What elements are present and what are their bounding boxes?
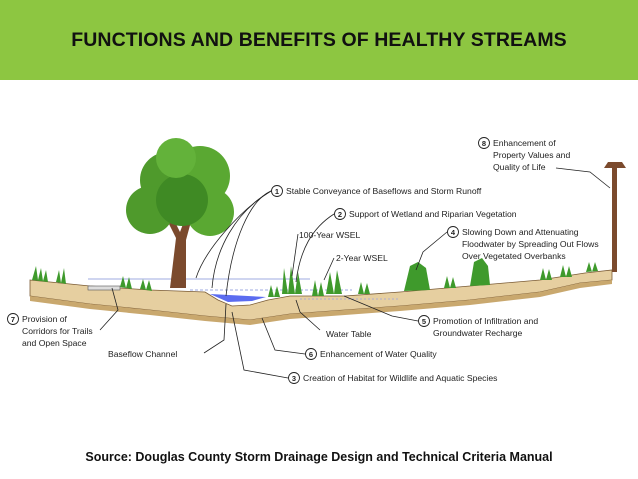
label-4-line-1: Slowing Down and Attenuating: [462, 227, 579, 237]
label-8-line-3: Quality of Life: [493, 162, 546, 172]
label-3-text: Creation of Habitat for Wildlife and Aqu…: [303, 373, 497, 383]
label-8-line-2: Property Values and: [493, 150, 570, 160]
label-4-number: 4: [451, 228, 456, 237]
label-7-line-2: Corridors for Trails: [22, 326, 93, 336]
lamp-post: [612, 168, 617, 272]
title-banner: FUNCTIONS AND BENEFITS OF HEALTHY STREAM…: [0, 0, 638, 80]
label-7-number: 7: [11, 315, 15, 324]
wsel-100-label: 100-Year WSEL: [299, 230, 361, 240]
label-5-line-2: Groundwater Recharge: [433, 328, 523, 338]
label-3-number: 3: [292, 374, 296, 383]
baseflow-channel-label: Baseflow Channel: [108, 349, 177, 359]
label-8-line-1: Enhancement of: [493, 138, 556, 148]
vegetation: [32, 258, 598, 297]
lamp-head: [604, 162, 626, 168]
label-7-line-3: and Open Space: [22, 338, 87, 348]
baseflow-water: [210, 294, 266, 302]
label-2-text: Support of Wetland and Riparian Vegetati…: [349, 209, 517, 219]
label-7-line-1: Provision of: [22, 314, 68, 324]
leader-lines: [99, 167, 611, 379]
label-4-line-3: Over Vegetated Overbanks: [462, 251, 566, 261]
label-6-number: 6: [309, 350, 313, 359]
soil-shading: [30, 280, 612, 325]
page-title: FUNCTIONS AND BENEFITS OF HEALTHY STREAM…: [71, 29, 567, 51]
label-8-number: 8: [482, 139, 486, 148]
label-1-number: 1: [275, 187, 279, 196]
label-6-text: Enhancement of Water Quality: [320, 349, 437, 359]
label-1-text: Stable Conveyance of Baseflows and Storm…: [286, 186, 482, 196]
label-4-line-2: Floodwater by Spreading Out Flows: [462, 239, 599, 249]
stream-cross-section-diagram: 1 Stable Conveyance of Baseflows and Sto…: [7, 137, 626, 384]
label-2-number: 2: [338, 210, 342, 219]
water-table-label: Water Table: [326, 329, 372, 339]
source-citation: Source: Douglas County Storm Drainage De…: [85, 450, 553, 464]
label-5-line-1: Promotion of Infiltration and: [433, 316, 538, 326]
wsel-2-label: 2-Year WSEL: [336, 253, 388, 263]
label-5-number: 5: [422, 317, 426, 326]
number-circles: [7, 137, 490, 384]
tree: [126, 138, 234, 288]
trail-slab: [87, 285, 121, 291]
